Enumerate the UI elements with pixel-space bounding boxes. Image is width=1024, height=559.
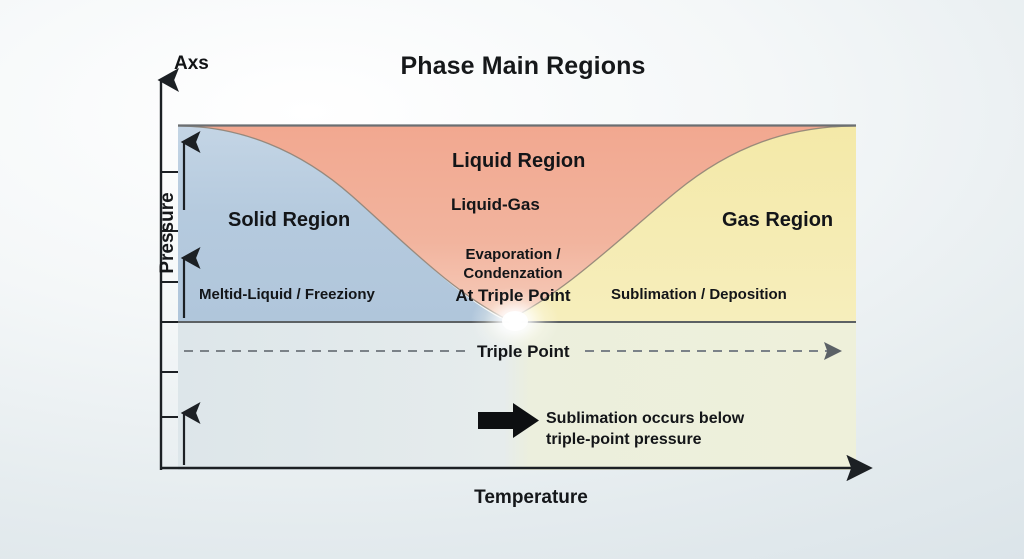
evaporation-label-line2: Condenzation xyxy=(463,265,563,282)
page-title: Phase Main Regions xyxy=(0,52,1024,81)
y-axis-marker-label: Axs xyxy=(174,53,209,74)
vaporization-curve xyxy=(507,125,857,321)
gas-region-transition-label: Sublimation / Deposition xyxy=(611,286,787,303)
liquid-region-label: Liquid Region xyxy=(452,150,586,172)
liquid-region-area xyxy=(178,126,856,320)
liquid-gas-label: Liquid-Gas xyxy=(451,195,540,214)
page-title-text: Phase Main Regions xyxy=(400,52,646,80)
solid-region-area xyxy=(178,126,516,322)
sublimation-note-arrow-icon xyxy=(478,403,539,438)
at-triple-point-label: At Triple Point xyxy=(455,286,571,305)
triple-point-line-label: Triple Point xyxy=(477,342,570,361)
fusion-curve xyxy=(177,125,509,321)
x-axis-label: Temperature xyxy=(474,487,588,508)
sublimation-note-line2: triple-point pressure xyxy=(546,431,702,448)
gas-region-label: Gas Region xyxy=(722,209,834,231)
y-axis-label: Pressure xyxy=(157,192,178,274)
solid-region-transition-label: Meltid-Liquid / Freeziony xyxy=(199,286,375,303)
triple-point-core xyxy=(502,311,528,331)
y-axis-ticks xyxy=(161,171,178,418)
solid-region-label: Solid Region xyxy=(228,209,351,231)
sublimation-note-line1: Sublimation occurs below xyxy=(546,410,745,427)
gas-region-area xyxy=(508,126,856,322)
evaporation-label-line1: Evaporation / xyxy=(465,246,561,263)
